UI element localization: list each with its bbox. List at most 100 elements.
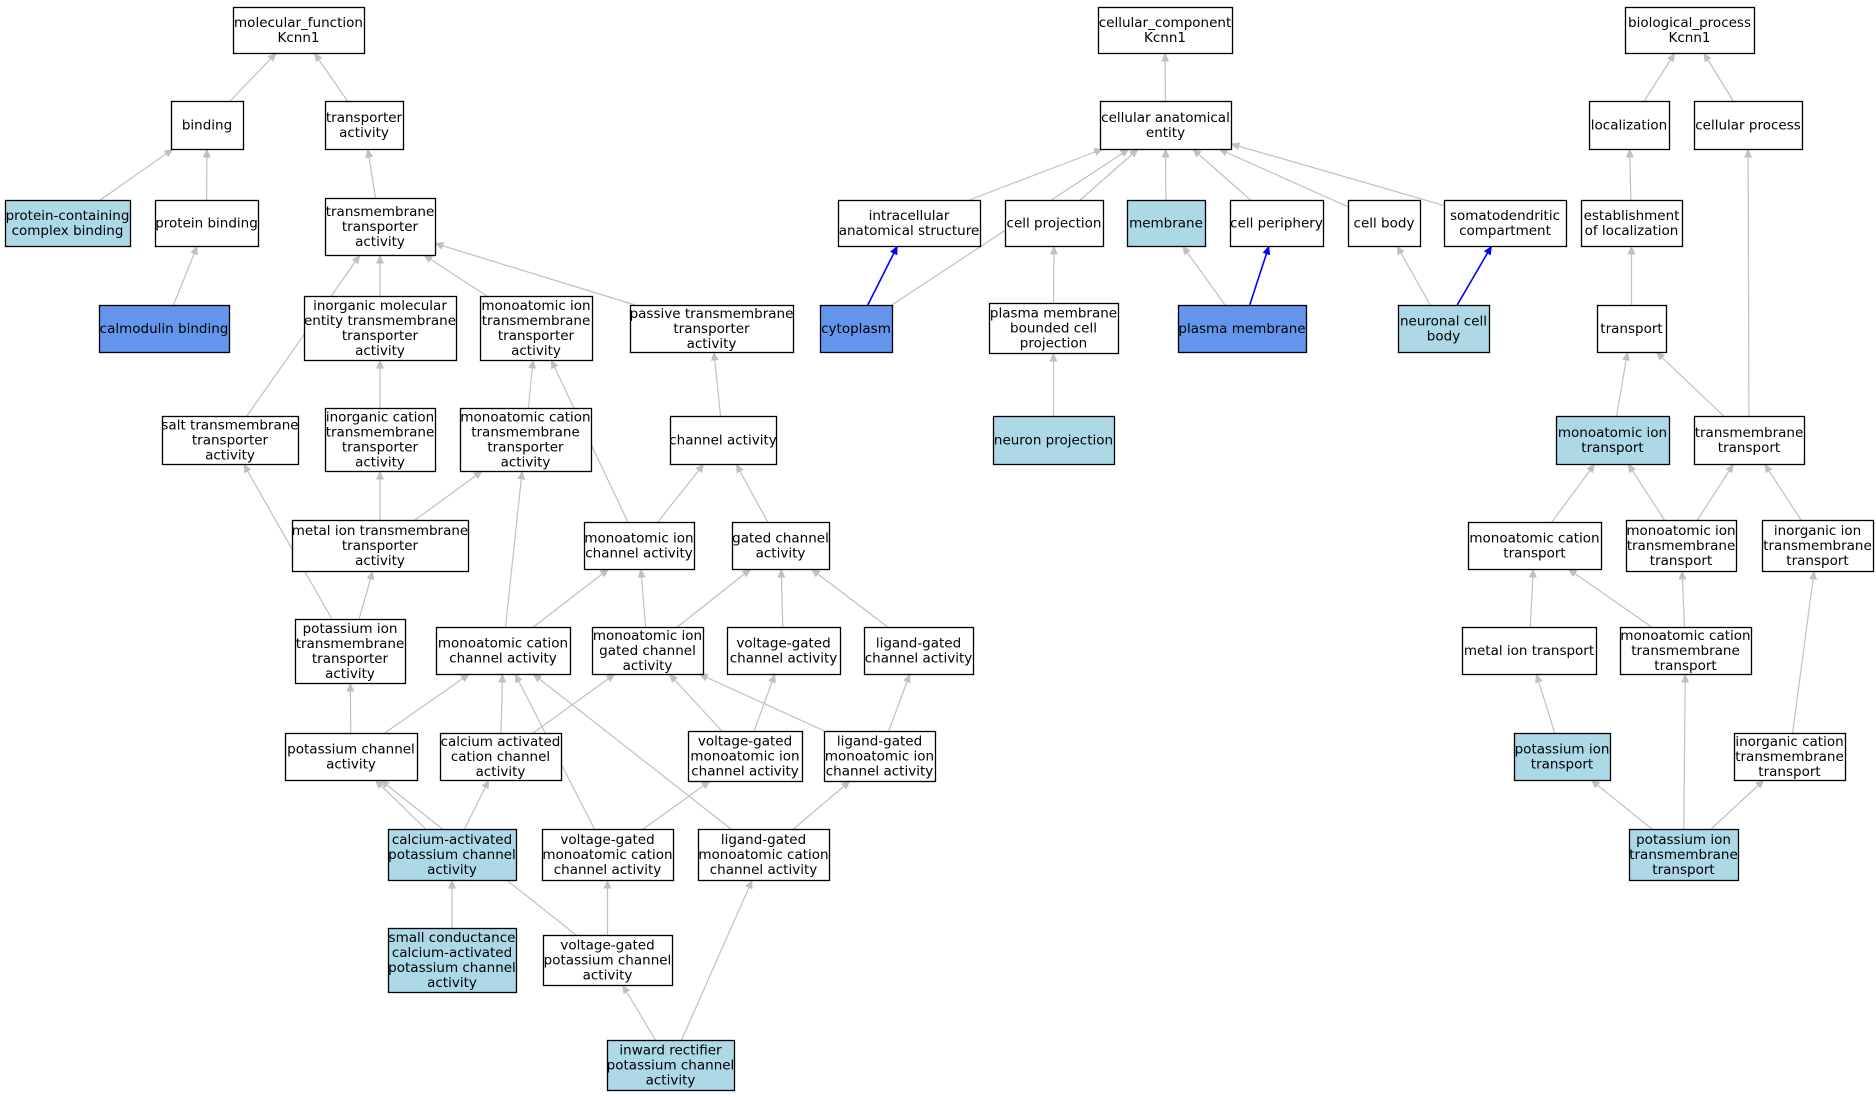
node-cytoplasm[interactable]: cytoplasm bbox=[819, 304, 894, 354]
edge-metal-ion-transport-to-mono-cation-transport bbox=[1528, 568, 1537, 628]
node-metal-ion-tm-act[interactable]: metal ion transmembranetransporteractivi… bbox=[292, 519, 470, 573]
node-label-line: calcium activated bbox=[441, 734, 561, 750]
node-box bbox=[992, 415, 1116, 466]
node-binding[interactable]: binding bbox=[170, 100, 245, 151]
edge-mono-ion-channel-to-channel-activity bbox=[657, 463, 705, 523]
edge-ca-act-cation-to-mono-ion-gated bbox=[532, 673, 616, 734]
node-label-line: transporter bbox=[487, 440, 564, 456]
node-protein-binding[interactable]: protein binding bbox=[154, 199, 260, 248]
edge-protein-complex-binding-to-binding bbox=[99, 148, 174, 201]
node-label-line: bounded cell bbox=[1010, 321, 1097, 337]
node-cellular-process[interactable]: cellular process bbox=[1693, 100, 1804, 151]
node-label-line: transmembrane bbox=[471, 425, 580, 441]
edge-lg-mono-cation-to-lg-mono-ion bbox=[793, 780, 851, 830]
node-label-line: transmembrane bbox=[1631, 643, 1740, 659]
node-label-line: entity transmembrane bbox=[304, 313, 456, 329]
node-box bbox=[1733, 732, 1847, 782]
node-label-line: cation channel bbox=[451, 749, 550, 765]
node-box bbox=[1761, 519, 1875, 573]
node-label-line: channel activity bbox=[826, 764, 933, 780]
node-cell-body[interactable]: cell body bbox=[1347, 199, 1422, 248]
node-localization[interactable]: localization bbox=[1588, 100, 1671, 151]
node-label-line: salt transmembrane bbox=[161, 418, 298, 434]
node-channel-activity[interactable]: channel activity bbox=[669, 415, 778, 466]
edge-mono-ion-gated-to-gated-channel bbox=[676, 568, 752, 628]
node-label-line: membrane bbox=[1129, 216, 1203, 232]
node-mono-cation-tm-act[interactable]: monoatomic cationtransmembranetransporte… bbox=[459, 407, 593, 473]
node-k-ion-tm-act[interactable]: potassium iontransmembranetransporteract… bbox=[294, 618, 407, 685]
node-label-line: activity bbox=[355, 455, 405, 471]
node-box bbox=[1461, 626, 1598, 676]
edge-mono-ion-tm-transport-to-tm-transport bbox=[1696, 463, 1735, 521]
node-mono-ion-tm[interactable]: monoatomic iontransmembranetransporterac… bbox=[479, 295, 594, 362]
node-metal-ion-transport[interactable]: metal ion transport bbox=[1461, 626, 1598, 676]
node-transport[interactable]: transport bbox=[1596, 304, 1668, 354]
node-label-line: inorganic cation bbox=[326, 410, 434, 426]
node-box bbox=[1004, 199, 1105, 248]
node-box bbox=[435, 626, 572, 676]
edge-lg-mono-ion-to-lg-channel bbox=[888, 673, 911, 732]
node-cell-projection[interactable]: cell projection bbox=[1004, 199, 1105, 248]
node-label-line: neuron projection bbox=[994, 433, 1113, 449]
edge-mono-cation-transport-to-mono-ion-transport bbox=[1551, 463, 1596, 523]
node-label-line: cellular anatomical bbox=[1101, 110, 1230, 126]
node-label-line: compartment bbox=[1459, 223, 1551, 239]
node-small-cond[interactable]: small conductancecalcium-activatedpotass… bbox=[387, 927, 518, 994]
edge-plasma-membrane-to-cell-periphery bbox=[1248, 245, 1271, 306]
node-label-line: potassium ion bbox=[303, 621, 398, 637]
node-label-line: transmembrane bbox=[1695, 425, 1804, 441]
node-label-line: activity bbox=[355, 234, 405, 250]
node-label-line: protein binding bbox=[155, 216, 258, 232]
node-membrane[interactable]: membrane bbox=[1126, 199, 1207, 248]
node-neuron-projection[interactable]: neuron projection bbox=[992, 415, 1116, 466]
node-inorg-cation-tm-act[interactable]: inorganic cationtransmembranetransporter… bbox=[324, 407, 437, 473]
node-cell-periphery[interactable]: cell periphery bbox=[1229, 199, 1325, 248]
node-box bbox=[1177, 304, 1308, 354]
node-label-line: activity bbox=[355, 553, 405, 569]
node-label-line: transporter bbox=[326, 110, 403, 126]
node-plasma-membrane[interactable]: plasma membrane bbox=[1177, 304, 1308, 354]
node-box bbox=[1625, 519, 1738, 573]
node-calmodulin-binding[interactable]: calmodulin binding bbox=[98, 304, 231, 354]
